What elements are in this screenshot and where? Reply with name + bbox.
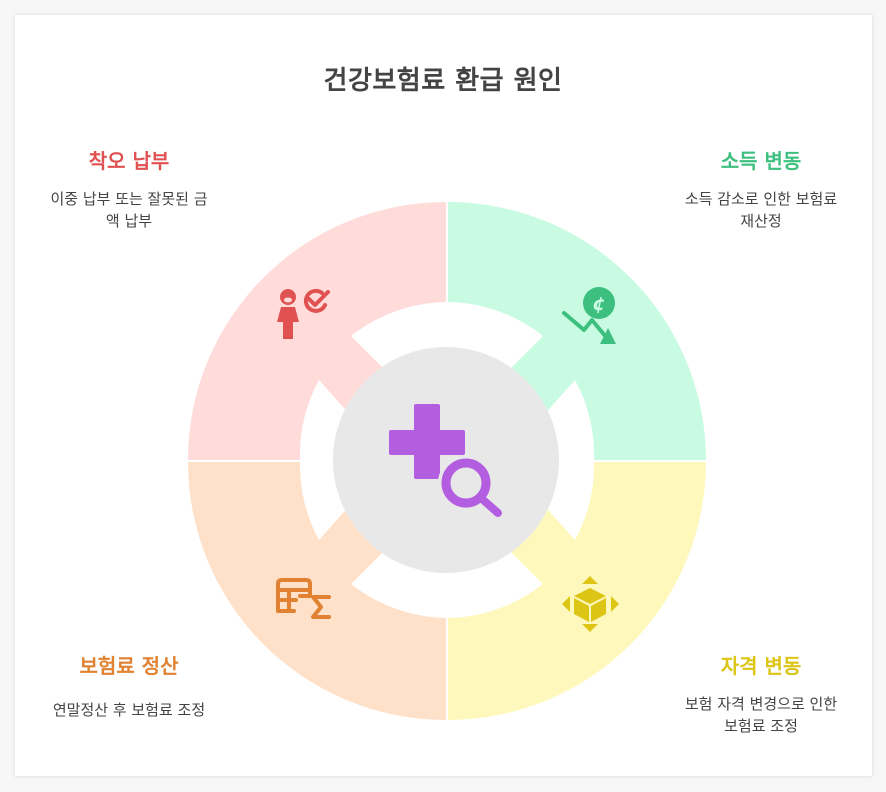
- segment-error-payment[interactable]: [188, 202, 446, 460]
- segment-description: 연말정산 후 보험료 조정: [52, 701, 206, 719]
- segment-income-change[interactable]: [448, 202, 706, 460]
- health-search-icon: [389, 404, 502, 517]
- svg-text:¢: ¢: [592, 293, 605, 315]
- segment-title: 소득 변동: [720, 149, 802, 173]
- label-income-change: 소득 변동 소득 감소로 인한 보험료 재산정: [656, 145, 866, 232]
- label-eligibility-change: 자격 변동 보험 자격 변경으로 인한 보험료 조정: [656, 650, 866, 737]
- segment-premium-settlement[interactable]: [188, 462, 446, 720]
- segment-title: 착오 납부: [88, 149, 170, 173]
- segment-description: 소득 감소로 인한 보험료 재산정: [684, 190, 838, 230]
- money-decrease-icon: ¢: [562, 287, 616, 344]
- center-circle: [333, 347, 559, 573]
- table-sigma-icon: [276, 578, 331, 619]
- segment-eligibility-change[interactable]: [448, 462, 706, 720]
- label-premium-settlement: 보험료 정산 연말정산 후 보험료 조정: [24, 650, 234, 721]
- cube-arrows-icon: [562, 576, 619, 632]
- segment-description: 보험 자격 변경으로 인한 보험료 조정: [684, 695, 838, 735]
- segment-title: 보험료 정산: [79, 654, 179, 678]
- page-title: 건강보험료 환급 원인: [323, 66, 563, 96]
- segment-title: 자격 변동: [720, 654, 802, 678]
- person-check-icon: [277, 288, 330, 339]
- label-error-payment: 착오 납부 이중 납부 또는 잘못된 금 액 납부: [24, 145, 234, 232]
- segment-description: 이중 납부 또는 잘못된 금 액 납부: [50, 190, 208, 230]
